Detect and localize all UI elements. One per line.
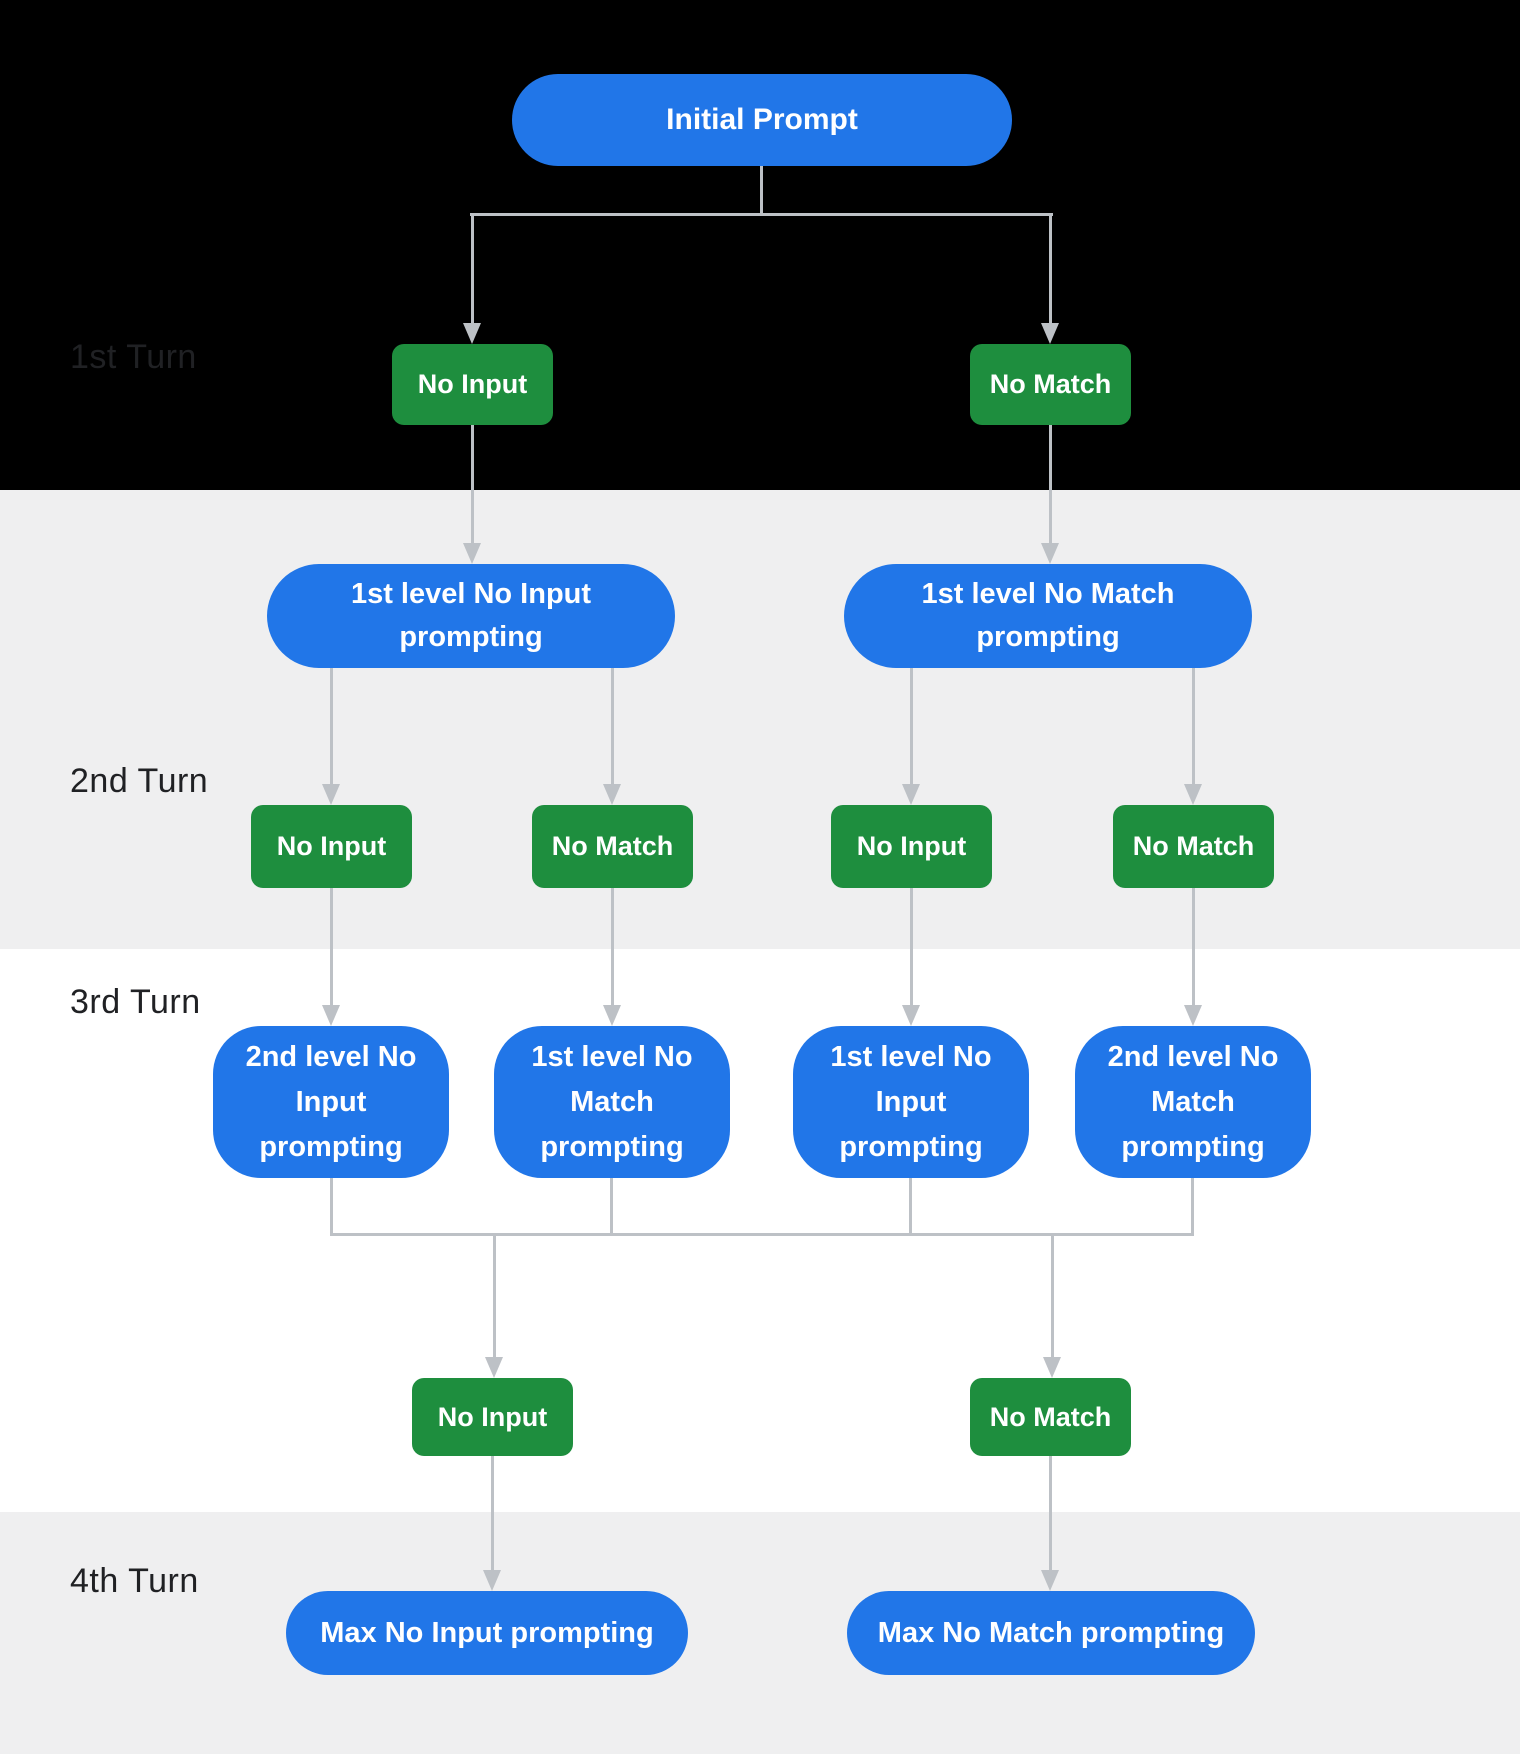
arrow-no-match-to-l1prompt — [1041, 425, 1059, 564]
turn2-label: 2nd Turn — [70, 762, 209, 800]
connector-l2p3-stub — [909, 1177, 912, 1234]
arrow-to-l2p2 — [603, 888, 621, 1026]
band-turn3 — [0, 949, 1520, 1512]
l1-no-input-prompting-node: 1st level No Input prompting — [267, 564, 675, 668]
connector-initial-stem — [760, 166, 763, 214]
connector-l2p1-stub — [330, 1177, 333, 1234]
turn3-no-input-node: No Input — [412, 1378, 573, 1456]
turn4-label: 4th Turn — [70, 1562, 199, 1600]
turn1-no-input-node: No Input — [392, 344, 553, 425]
arrow-l1ni-to-no-match — [603, 668, 621, 805]
l1-no-input-prompting-node-2: 1st level No Input prompting — [793, 1026, 1029, 1178]
arrow-l1nm-to-no-match — [1184, 668, 1202, 805]
max-no-input-prompting-node: Max No Input prompting — [286, 1591, 688, 1675]
arrow-to-turn3-no-input — [485, 1236, 503, 1378]
arrow-to-max-no-match — [1041, 1454, 1059, 1591]
turn2-no-match-right-node: No Match — [1113, 805, 1274, 888]
arrow-no-input-to-l1prompt — [463, 425, 481, 564]
l2-no-input-prompting-node: 2nd level No Input prompting — [213, 1026, 449, 1178]
arrow-to-l2p4 — [1184, 888, 1202, 1026]
turn1-no-match-node: No Match — [970, 344, 1131, 425]
turn1-label: 1st Turn — [70, 338, 197, 376]
connector-initial-bar — [470, 213, 1053, 216]
band-turn4 — [0, 1512, 1520, 1754]
arrow-to-turn1-no-input — [463, 214, 481, 344]
turn2-no-input-right-node: No Input — [831, 805, 992, 888]
arrow-to-turn1-no-match — [1041, 214, 1059, 344]
turn2-no-match-left-node: No Match — [532, 805, 693, 888]
l1-no-match-prompting-node-2: 1st level No Match prompting — [494, 1026, 730, 1178]
turn3-no-match-node: No Match — [970, 1378, 1131, 1456]
connector-l2p2-stub — [610, 1177, 613, 1234]
arrow-to-max-no-input — [483, 1454, 501, 1591]
connector-l2p4-stub — [1191, 1177, 1194, 1234]
turn3-label: 3rd Turn — [70, 983, 201, 1021]
arrow-to-l2p1 — [322, 888, 340, 1026]
l2-no-match-prompting-node: 2nd level No Match prompting — [1075, 1026, 1311, 1178]
initial-prompt-node: Initial Prompt — [512, 74, 1012, 166]
band-turn2 — [0, 490, 1520, 949]
turn2-no-input-left-node: No Input — [251, 805, 412, 888]
l1-no-match-prompting-node: 1st level No Match prompting — [844, 564, 1252, 668]
arrow-to-l2p3 — [902, 888, 920, 1026]
connector-converge-bar — [330, 1233, 1194, 1236]
max-no-match-prompting-node: Max No Match prompting — [847, 1591, 1255, 1675]
arrow-l1ni-to-no-input — [322, 668, 340, 805]
arrow-to-turn3-no-match — [1043, 1236, 1061, 1378]
arrow-l1nm-to-no-input — [902, 668, 920, 805]
